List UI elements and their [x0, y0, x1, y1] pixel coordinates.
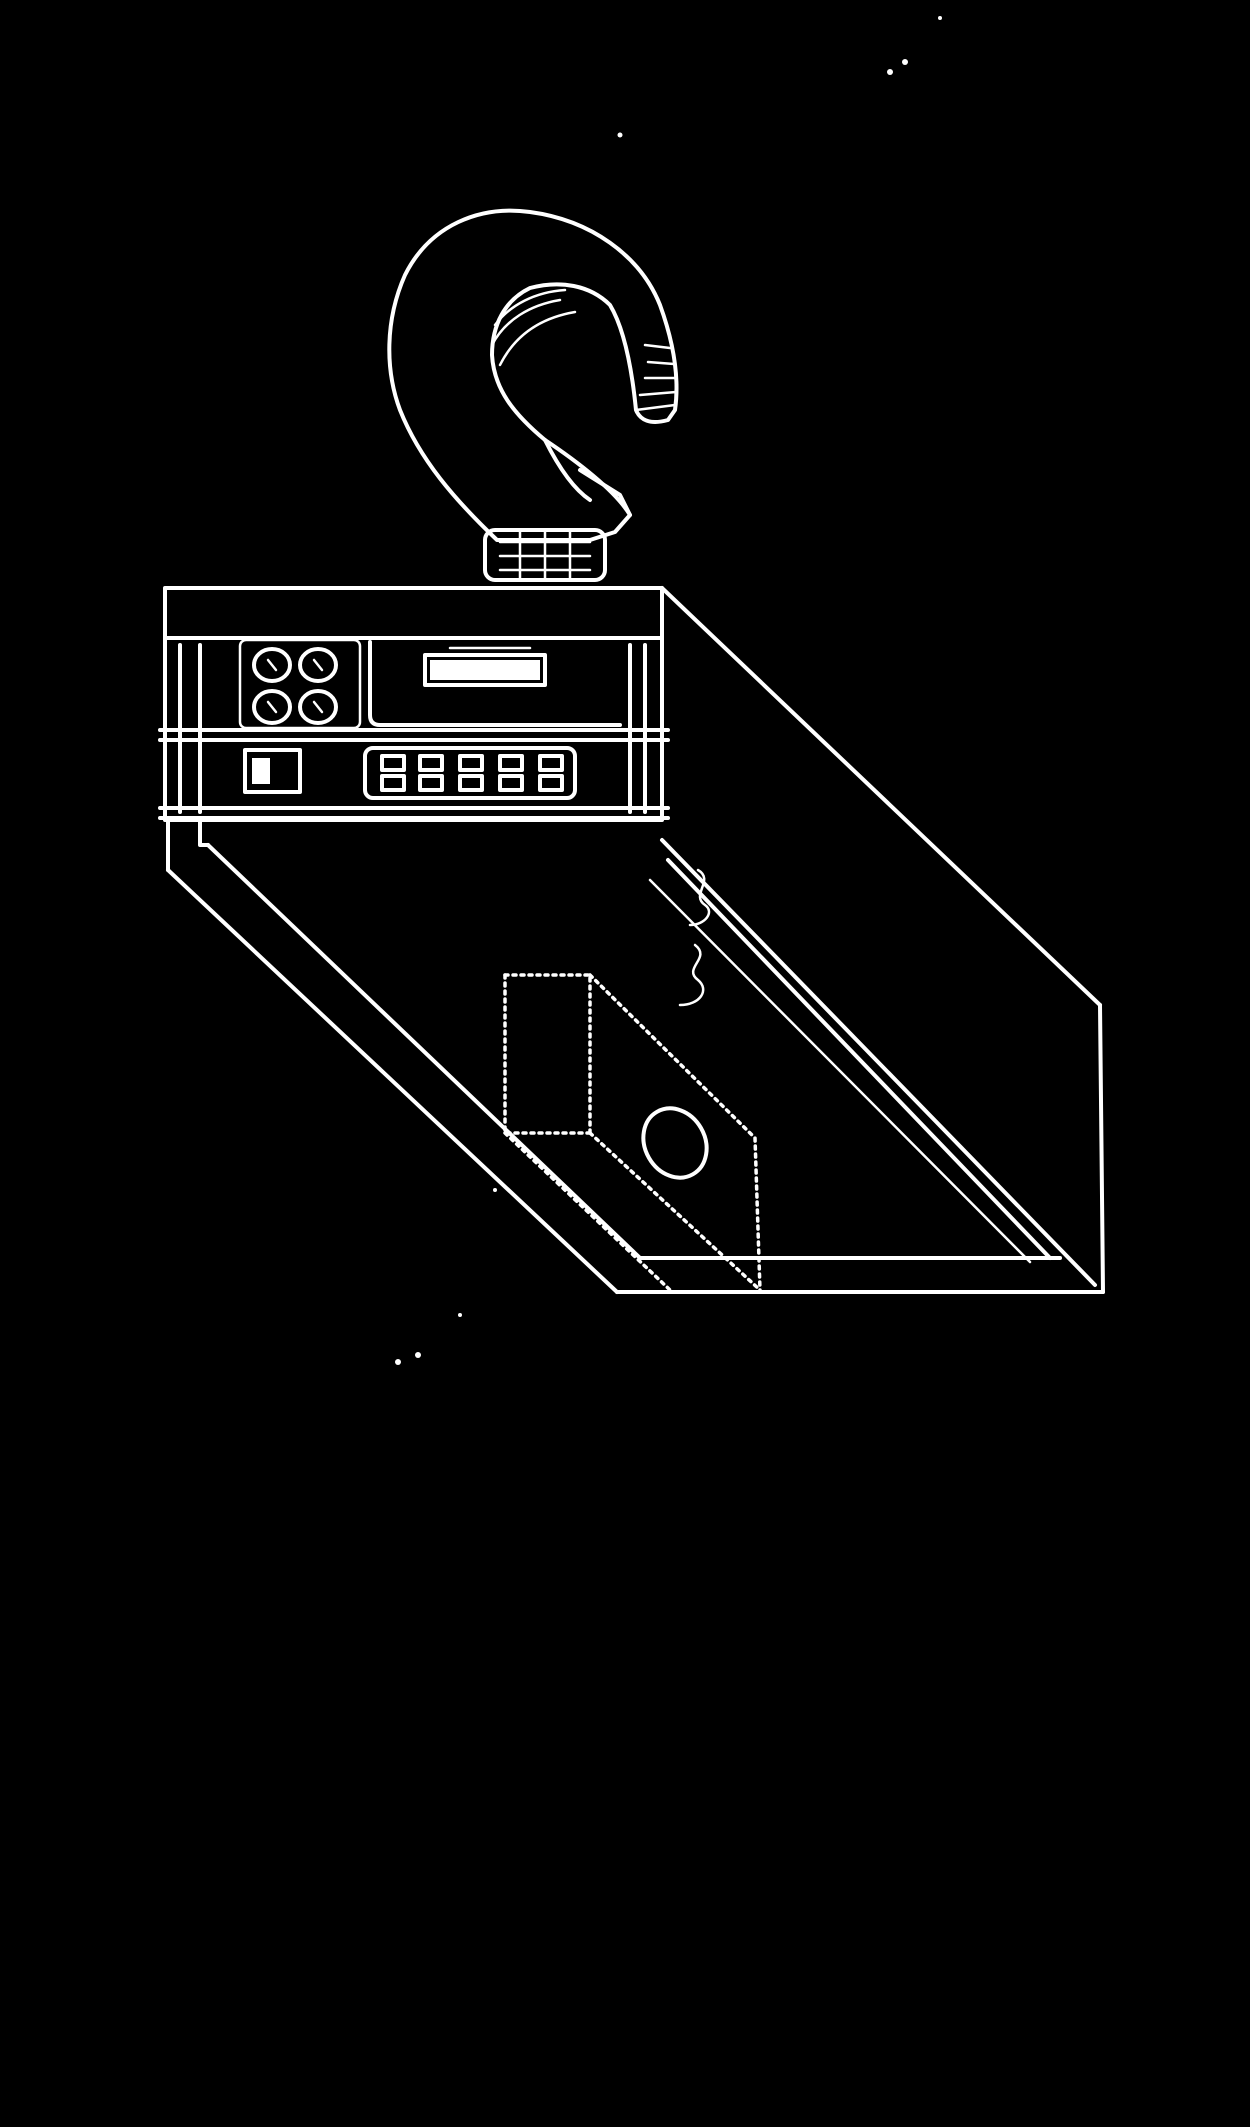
control-panel: [158, 636, 670, 822]
button-row: [363, 746, 577, 800]
knob-group: [238, 638, 362, 730]
cutaway-block-icon: [503, 973, 762, 1292]
scan-speckles: [395, 16, 942, 1365]
power-switch-icon: [243, 748, 302, 794]
digital-readout-icon: [368, 640, 622, 727]
open-channel-housing-icon: [163, 586, 1105, 1294]
crane-hook-icon: [387, 208, 679, 582]
